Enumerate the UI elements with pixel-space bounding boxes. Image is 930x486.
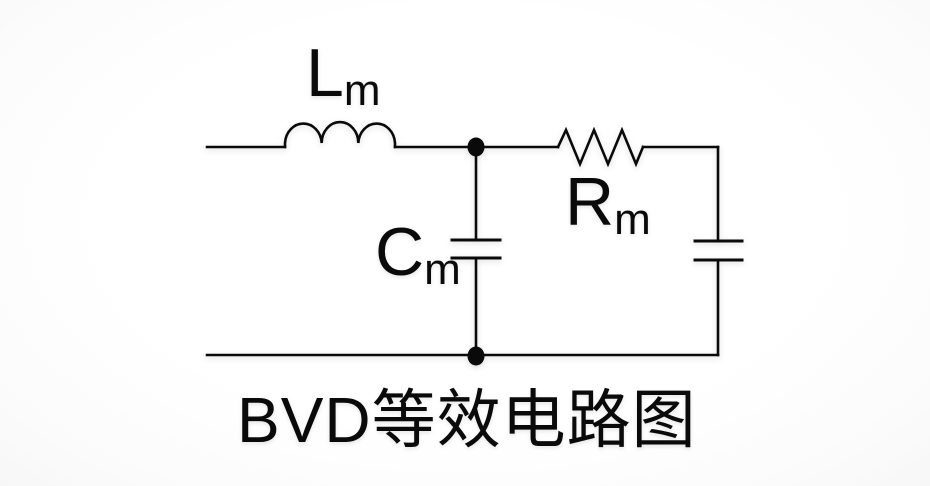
inductor-symbol: L (306, 35, 344, 111)
series-capacitor-label: Cm (375, 218, 461, 292)
inductor-label: Lm (306, 39, 380, 113)
junction-dot-top-icon (467, 137, 485, 157)
shunt-capacitor-icon (693, 239, 744, 262)
junction-dot-bottom-icon (467, 346, 485, 366)
inductor-icon (283, 120, 397, 149)
inductor-subscript: m (343, 66, 381, 115)
series-capacitor-subscript: m (424, 245, 461, 294)
resistor-icon (556, 126, 645, 168)
resistor-label: Rm (565, 168, 651, 242)
resistor-subscript: m (614, 195, 651, 244)
series-capacitor-symbol: C (375, 214, 425, 290)
diagram-title: BVD等效电路图 (237, 384, 697, 456)
resistor-symbol: R (565, 164, 615, 240)
